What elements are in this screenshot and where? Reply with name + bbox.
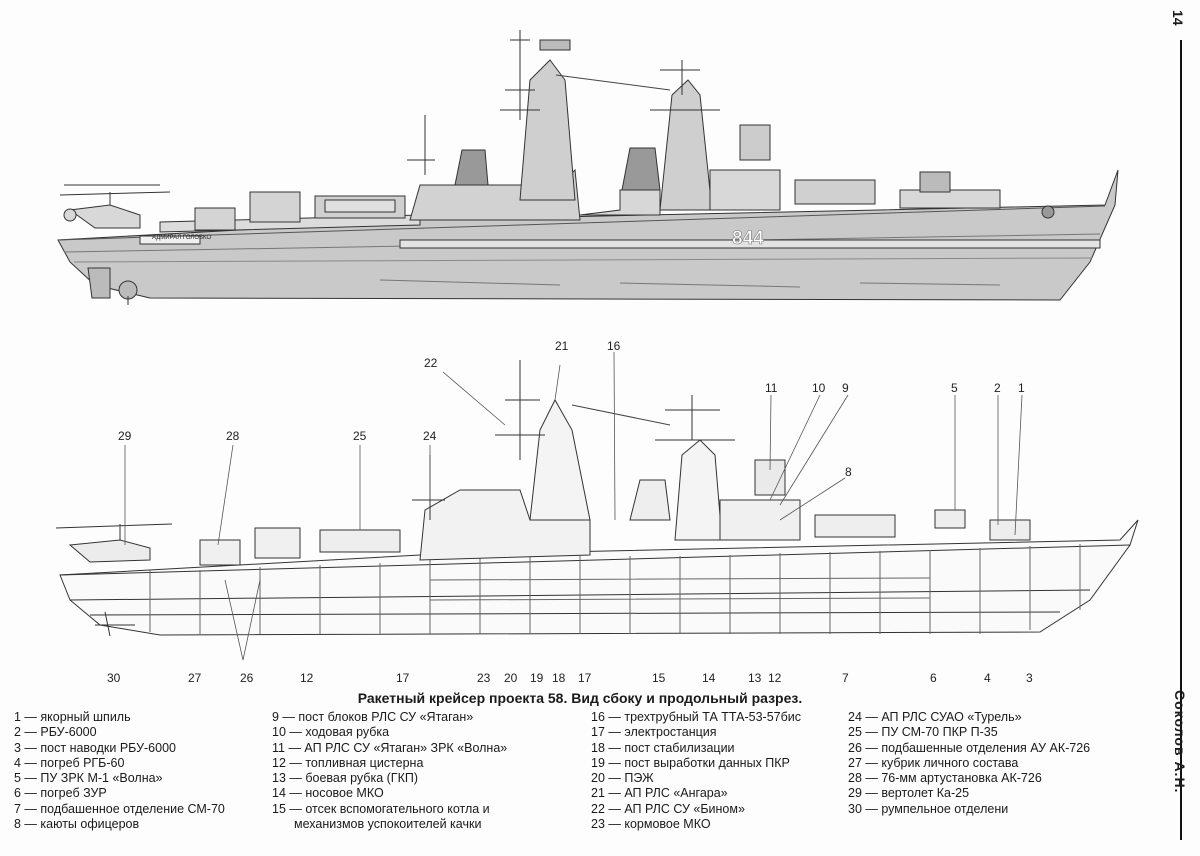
callout-30: 30 bbox=[107, 671, 121, 685]
legend-item: 25 — ПУ СМ-70 ПКР П-35 bbox=[848, 725, 998, 740]
hull-number: 844 bbox=[732, 228, 764, 250]
legend-item: 9 — пост блоков РЛС СУ «Ятаган» bbox=[272, 710, 474, 724]
legend-item: 18 — пост стабилизации bbox=[591, 740, 735, 755]
legend-column-3: 16 — трехтрубный ТА ТТА-53-57бис 17 — эл… bbox=[591, 710, 801, 832]
margin-rule bbox=[1180, 40, 1182, 840]
callout-27: 27 bbox=[188, 671, 202, 685]
author-name: Соколов А.Н. bbox=[1172, 690, 1188, 794]
legend-item: 14 — носовое МКО bbox=[272, 786, 384, 801]
legend-item: 22 — АП РЛС СУ «Бином» bbox=[591, 801, 745, 816]
callout-17b: 17 bbox=[578, 671, 592, 685]
callout-15: 15 bbox=[652, 671, 666, 685]
callout-19: 19 bbox=[530, 671, 544, 685]
callout-25: 25 bbox=[353, 429, 367, 443]
callout-3: 3 bbox=[1026, 671, 1033, 685]
legend-item: 2 — РБУ-6000 bbox=[14, 725, 97, 740]
callout-8: 8 bbox=[845, 465, 852, 479]
callout-1: 1 bbox=[1018, 381, 1025, 395]
longitudinal-section bbox=[55, 351, 1139, 661]
callout-13: 13 bbox=[748, 671, 762, 685]
legend-item: 6 — погреб ЗУР bbox=[14, 786, 107, 801]
callout-9: 9 bbox=[842, 381, 849, 395]
legend-item: 28 — 76-мм артустановка АК-726 bbox=[848, 771, 1042, 786]
side-view bbox=[57, 30, 1119, 305]
callout-18: 18 bbox=[552, 671, 566, 685]
callout-16: 16 bbox=[607, 339, 621, 353]
callout-12: 12 bbox=[300, 671, 314, 685]
legend-item: 30 — румпельное отделени bbox=[848, 801, 1009, 816]
legend-item: 23 — кормовое МКО bbox=[591, 817, 711, 832]
legend-item: 10 — ходовая рубка bbox=[272, 725, 390, 740]
callout-20: 20 bbox=[504, 671, 518, 685]
legend-item: 17 — электростанция bbox=[591, 725, 717, 740]
legend-item: 21 — АП РЛС «Ангара» bbox=[591, 786, 728, 801]
legend-item: 16 — трехтрубный ТА ТТА-53-57бис bbox=[591, 710, 801, 724]
callout-26: 26 bbox=[240, 671, 254, 685]
callout-12b: 12 bbox=[768, 671, 782, 685]
callout-22: 22 bbox=[424, 356, 438, 370]
callout-23: 23 bbox=[477, 671, 491, 685]
callout-11: 11 bbox=[765, 381, 778, 395]
callout-5: 5 bbox=[951, 381, 958, 395]
callout-21: 21 bbox=[555, 339, 569, 353]
legend-item: механизмов успокоителей качки bbox=[294, 817, 482, 832]
callout-10: 10 bbox=[812, 381, 826, 395]
callout-17: 17 bbox=[396, 671, 410, 685]
callout-7: 7 bbox=[842, 671, 849, 685]
legend-item: 29 — вертолет Ка-25 bbox=[848, 786, 970, 801]
helicopter-ka25-side bbox=[59, 184, 171, 229]
ship-drawings bbox=[55, 30, 1139, 661]
callout-2: 2 bbox=[994, 381, 1001, 395]
legend-column-2: 9 — пост блоков РЛС СУ «Ятаган» 10 — ход… bbox=[272, 710, 507, 832]
callout-14: 14 bbox=[702, 671, 716, 685]
legend-item: 11 — АП РЛС СУ «Ятаган» ЗРК «Волна» bbox=[272, 740, 508, 755]
legend-item: 3 — пост наводки РБУ-6000 bbox=[14, 740, 176, 755]
name-plate: АДМИРАЛ ГОЛОВКО bbox=[152, 235, 212, 241]
legend-item: 5 — ПУ ЗРК М-1 «Волна» bbox=[14, 771, 163, 786]
legend-item: 1 — якорный шпиль bbox=[14, 710, 131, 724]
callout-4: 4 bbox=[984, 671, 991, 685]
legend-item: 12 — топливная цистерна bbox=[272, 755, 424, 770]
legend-item: 19 — пост выработки данных ПКР bbox=[591, 755, 790, 770]
page-number: 14 bbox=[1170, 10, 1186, 26]
legend-item: 27 — кубрик личного состава bbox=[848, 755, 1019, 770]
legend-item: 24 — АП РЛС СУАО «Турель» bbox=[848, 710, 1022, 724]
legend-column-4: 24 — АП РЛС СУАО «Турель» 25 — ПУ СМ-70 … bbox=[848, 710, 1090, 817]
legend-item: 8 — каюты офицеров bbox=[14, 817, 140, 832]
callout-24: 24 bbox=[423, 429, 437, 443]
legend-item: 7 — подбашенное отделение СМ-70 bbox=[14, 801, 225, 816]
legend-item: 15 — отсек вспомогательного котла и bbox=[272, 801, 490, 816]
callout-28: 28 bbox=[226, 429, 240, 443]
legend-item: 26 — подбашенные отделения АУ АК-726 bbox=[848, 740, 1091, 755]
legend-item: 20 — ПЭЖ bbox=[591, 771, 654, 786]
legend-column-1: 1 — якорный шпиль 2 — РБУ-6000 3 — пост … bbox=[14, 710, 225, 832]
figure-caption: Ракетный крейсер проекта 58. Вид сбоку и… bbox=[357, 690, 803, 706]
legend-item: 13 — боевая рубка (ГКП) bbox=[272, 771, 418, 786]
callout-6: 6 bbox=[930, 671, 937, 685]
callout-29: 29 bbox=[118, 429, 132, 443]
legend-item: 4 — погреб РГБ-60 bbox=[14, 755, 125, 770]
